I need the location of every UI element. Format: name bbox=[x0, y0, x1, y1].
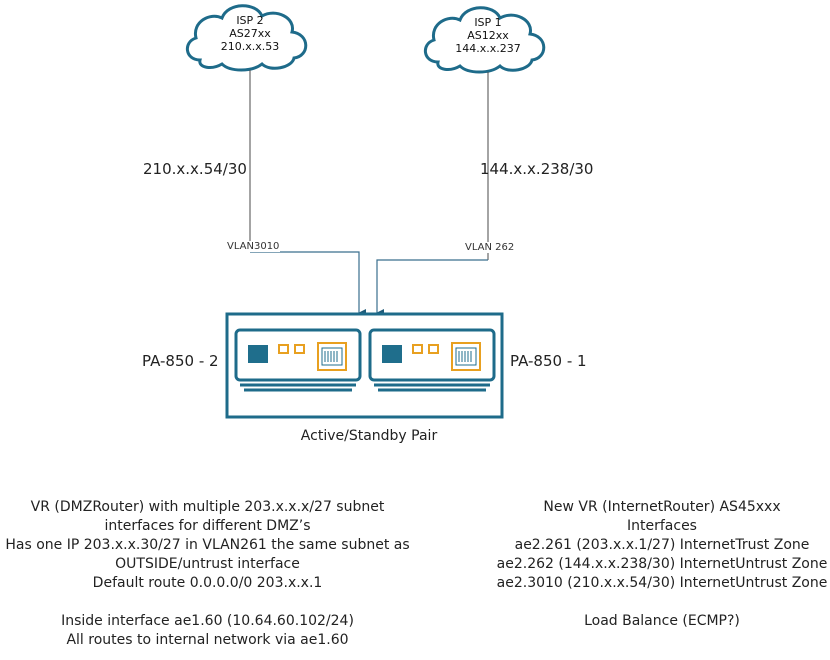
ha-pair-label: Active/Standby Pair bbox=[300, 428, 438, 444]
internet-note-line: ae2.261 (203.x.x.1/27) InternetTrust Zon… bbox=[514, 537, 810, 553]
isp2-to-firewall-arrow bbox=[250, 251, 366, 317]
internet-router-notes: New VR (InternetRouter) AS45xxx Interfac… bbox=[487, 498, 830, 631]
isp1-ip: 144.x.x.237 bbox=[455, 42, 521, 55]
isp1-name: ISP 1 bbox=[474, 16, 502, 29]
dmz-note-line: All routes to internal network via ae1.6… bbox=[66, 632, 349, 648]
dmz-note-line: Has one IP 203.x.x.30/27 in VLAN261 the … bbox=[5, 537, 410, 553]
dmz-note-line: interfaces for different DMZ’s bbox=[104, 518, 311, 534]
firewall-2-label: PA-850 - 2 bbox=[142, 352, 219, 370]
dmz-note-line: Default route 0.0.0.0/0 203.x.x.1 bbox=[92, 575, 323, 591]
isp1-to-firewall-arrow bbox=[376, 259, 488, 317]
isp1-label: ISP 1 AS12xx 144.x.x.237 bbox=[446, 16, 530, 55]
firewall-1-label: PA-850 - 1 bbox=[510, 352, 587, 370]
firewall-unit-2-icon bbox=[234, 328, 362, 392]
isp2-name: ISP 2 bbox=[236, 14, 264, 27]
internet-note-line: New VR (InternetRouter) AS45xxx bbox=[543, 499, 781, 515]
isp1-subnet-label: 144.x.x.238/30 bbox=[480, 160, 594, 178]
dmz-router-notes: VR (DMZRouter) with multiple 203.x.x.x/2… bbox=[0, 498, 415, 650]
isp2-ip: 210.x.x.53 bbox=[220, 40, 280, 53]
dmz-note-line: OUTSIDE/untrust interface bbox=[115, 556, 300, 572]
isp2-subnet-label: 210.x.x.54/30 bbox=[143, 160, 247, 178]
isp1-as: AS12xx bbox=[467, 29, 509, 42]
isp2-cloud-icon bbox=[186, 4, 308, 72]
isp1-vlan-label: VLAN 262 bbox=[464, 242, 516, 253]
internet-note-line: Interfaces bbox=[627, 518, 697, 534]
internet-note-line: Load Balance (ECMP?) bbox=[584, 613, 740, 629]
isp2-label: ISP 2 AS27xx 210.x.x.53 bbox=[210, 14, 290, 53]
firewall-pair-icon bbox=[225, 312, 504, 419]
internet-note-line: ae2.262 (144.x.x.238/30) InternetUntrust… bbox=[496, 556, 828, 572]
dmz-note-line: VR (DMZRouter) with multiple 203.x.x.x/2… bbox=[30, 499, 385, 515]
isp2-as: AS27xx bbox=[229, 27, 271, 40]
internet-note-line: ae2.3010 (210.x.x.54/30) InternetUntrust… bbox=[496, 575, 828, 591]
firewall-unit-1-icon bbox=[368, 328, 496, 392]
isp1-cloud-icon bbox=[424, 6, 546, 74]
dmz-note-line: Inside interface ae1.60 (10.64.60.102/24… bbox=[61, 613, 354, 629]
isp2-vlan-label: VLAN3010 bbox=[226, 241, 281, 252]
